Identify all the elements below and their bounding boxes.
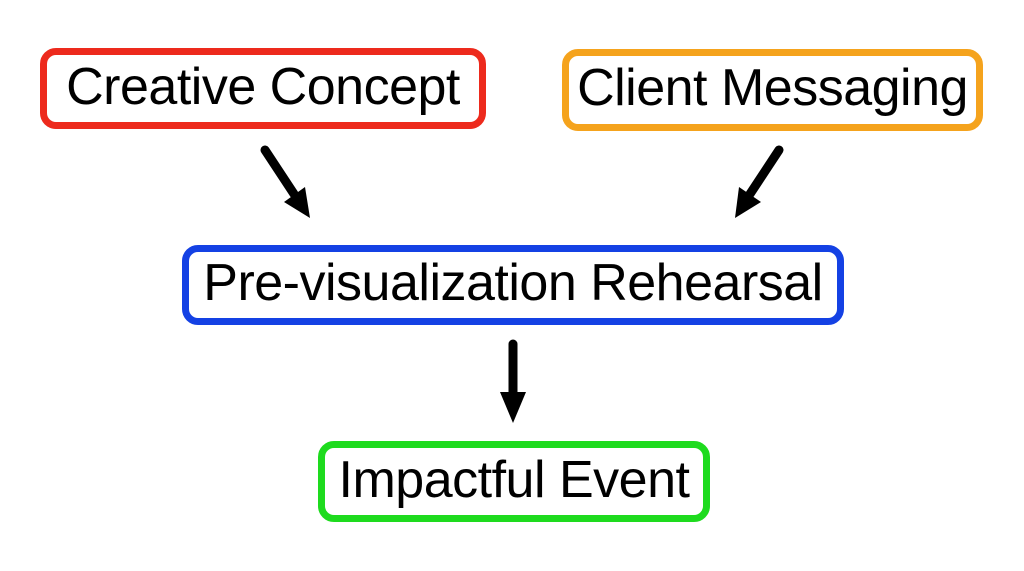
arrow-shaft: [260, 145, 299, 199]
node-client-messaging: Client Messaging: [562, 49, 983, 131]
arrow-head-icon: [284, 187, 310, 218]
node-client-messaging-label: Client Messaging: [577, 59, 968, 117]
node-previsualization-rehearsal: Pre-visualization Rehearsal: [182, 245, 844, 325]
arrow-head-icon: [500, 392, 526, 423]
arrow-head-icon: [735, 187, 761, 218]
arrow-shaft: [745, 145, 784, 199]
node-impactful-event-label: Impactful Event: [338, 450, 690, 509]
node-creative-concept-label: Creative Concept: [66, 57, 460, 116]
node-impactful-event: Impactful Event: [318, 441, 710, 522]
arrow-previsualization-to-impactful: [500, 339, 526, 423]
node-creative-concept: Creative Concept: [40, 48, 486, 129]
arrow-creative-to-previsualization: [260, 145, 310, 218]
arrow-client-to-previsualization: [735, 145, 784, 218]
node-previsualization-rehearsal-label: Pre-visualization Rehearsal: [203, 254, 823, 312]
